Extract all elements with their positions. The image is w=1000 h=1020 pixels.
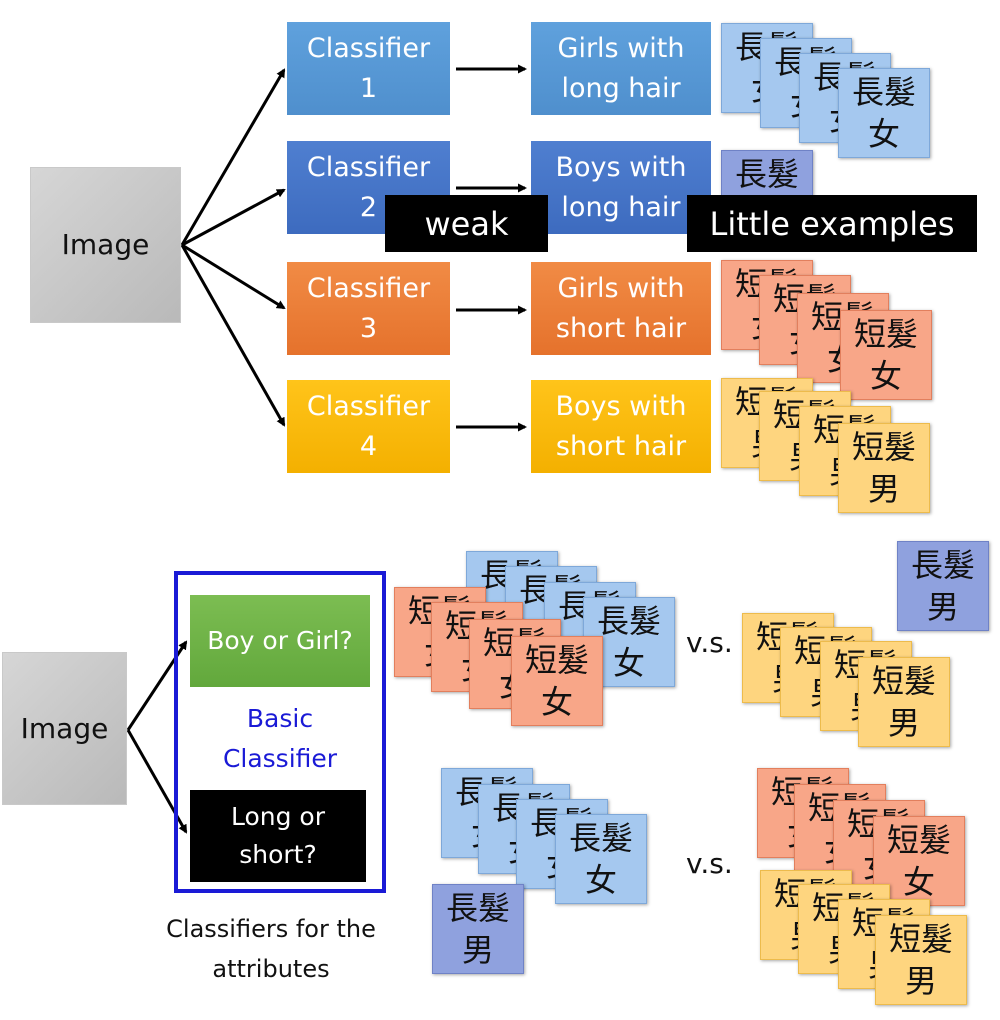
card-short-boy: 短髮 男 [838, 423, 930, 513]
card-short-girl: 短髮 女 [840, 310, 932, 400]
target-boys-short-hair: Boys with short hair [531, 380, 711, 473]
classifier-1: Classifier 1 [287, 22, 450, 115]
card-long-girl: 長髮 女 [555, 814, 647, 904]
vs-label: v.s. [686, 847, 733, 880]
weak-label: weak [385, 195, 548, 252]
target-girls-short-hair: Girls with short hair [531, 262, 711, 355]
boy-or-girl-classifier: Boy or Girl? [190, 595, 370, 687]
image-box: Image [30, 167, 181, 323]
card-long-girl: 長髮 女 [838, 68, 930, 158]
card-short-girl: 短髮 女 [511, 636, 603, 726]
vs-label: v.s. [686, 626, 733, 659]
attribute-classifiers-caption: Classifiers for the attributes [166, 915, 376, 983]
card-short-boy: 短髮 男 [858, 657, 950, 747]
target-girls-long-hair: Girls with long hair [531, 22, 711, 115]
classifier-3: Classifier 3 [287, 262, 450, 355]
basic-classifier-label: Basic Classifier [222, 704, 338, 773]
card-long-boy: 長髮 男 [897, 541, 989, 631]
card-short-boy: 短髮 男 [875, 915, 967, 1005]
little-examples-label: Little examples [687, 195, 977, 252]
target-boys-long-hair: Boys with long hair [531, 141, 711, 234]
classifier-2: Classifier 2 [287, 141, 450, 234]
long-or-short-classifier: Long or short? [190, 790, 366, 882]
classifier-4: Classifier 4 [287, 380, 450, 473]
card-long-boy: 長髮 男 [432, 884, 524, 974]
image-box-bottom: Image [2, 652, 127, 805]
